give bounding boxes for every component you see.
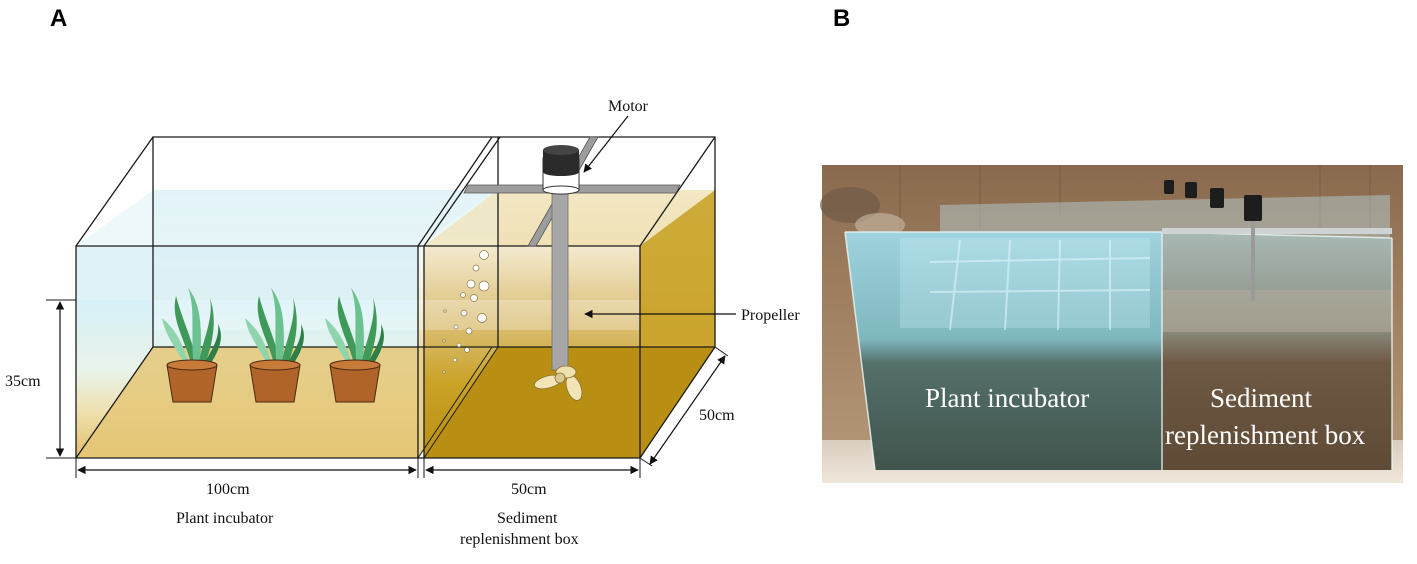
potted-plant-1 [162,288,221,403]
motor [542,145,580,195]
potted-plant-2 [245,288,304,403]
propeller-shaft [551,184,569,371]
photo-sediment-box-label-line2: replenishment box [1165,420,1366,450]
depth-label: 50cm [699,407,735,424]
sediment-box-top-water [424,190,715,246]
height-label: 35cm [5,373,41,390]
photo-plant-incubator-label: Plant incubator [925,383,1089,413]
panel-b-letter: B [833,5,850,32]
propeller [533,365,583,401]
width-left-label: 100cm [206,481,250,498]
tank-diagram: Motor Propeller 35cm 100cm 50cm 50cm Pla… [5,98,800,548]
motor-pointer [583,115,629,173]
sediment-box-caption-line2: replenishment box [460,531,579,548]
width-right-label: 50cm [511,481,547,498]
depth-dimension-line [649,355,726,465]
sediment-box-caption-line1: Sediment [497,510,558,527]
photo-motors [1164,180,1262,221]
photo-sediment-box-label-line1: Sediment [1210,383,1312,413]
potted-plant-3 [325,288,384,403]
tank-photo: Plant incubator Sediment replenishment b… [820,165,1403,483]
sediment-box-floor [424,347,715,458]
propeller-label: Propeller [741,307,800,324]
plant-incubator-caption: Plant incubator [176,510,274,527]
air-bubbles [442,250,490,374]
panel-a-letter: A [50,5,67,32]
plant-incubator-upper-water [76,246,418,300]
motor-label: Motor [608,98,649,115]
plant-incubator-top-water [76,190,498,246]
